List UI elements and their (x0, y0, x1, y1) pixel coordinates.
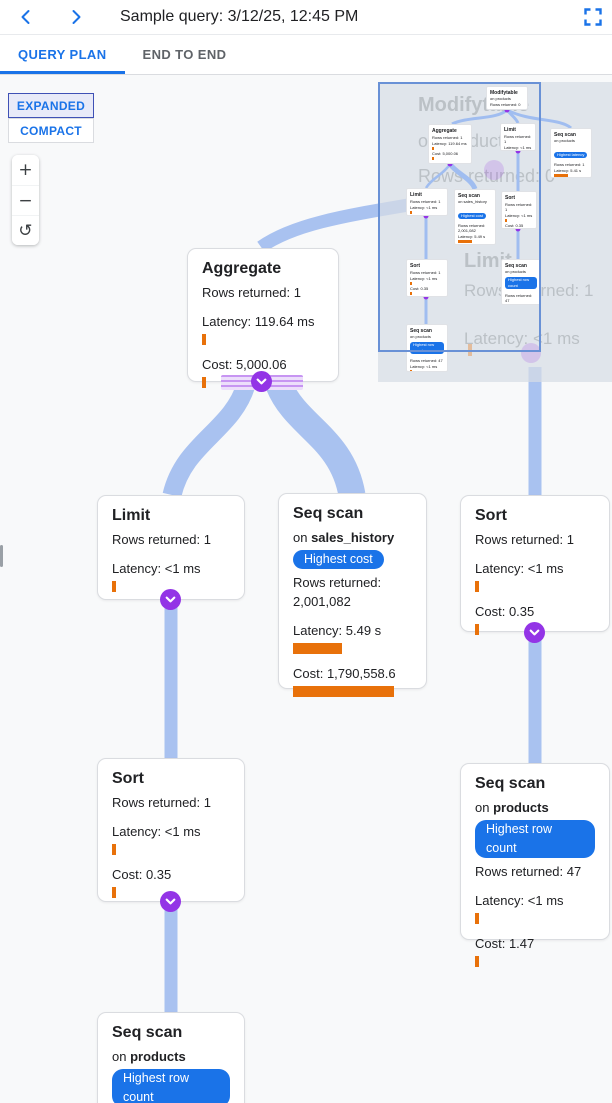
expanded-button[interactable]: EXPANDED (8, 93, 94, 118)
table-name: on sales_history (293, 530, 395, 545)
latency-bar (475, 581, 479, 592)
node-title: Aggregate (202, 260, 282, 277)
active-tab-underline (0, 71, 125, 74)
plan-node-limit[interactable]: Limit Rows returned: 1 Latency: <1 ms (97, 495, 245, 600)
collapse-sort-right-button[interactable] (524, 622, 545, 643)
latency-bar (475, 913, 479, 924)
rows-returned: Rows returned: 1 (112, 795, 211, 810)
rows-returned: Rows returned: 1 (202, 285, 301, 300)
cost-value: Cost: 5,000.06 (202, 357, 287, 372)
minimap[interactable]: Modifytable on products Rows returned: 0… (378, 82, 612, 382)
header: Sample query: 3/12/25, 12:45 PM (0, 0, 612, 35)
left-scrollbar-thumb[interactable] (0, 545, 3, 567)
edge-aggregate-limit (162, 381, 256, 498)
collapse-sort-left-button[interactable] (160, 891, 181, 912)
node-title: Sort (112, 770, 144, 787)
latency-value: Latency: <1 ms (112, 561, 201, 576)
plan-node-seq-scan-products-bottom[interactable]: Seq scan on products Highest row count R… (97, 1012, 245, 1103)
cost-bar (475, 956, 479, 967)
plan-node-seq-scan-products-right[interactable]: Seq scan on products Highest row count R… (460, 763, 610, 967)
chevron-down-icon (160, 590, 181, 609)
faded-node-text-limit: Limit Rows returned: 1 Latency: <1 ms (464, 250, 594, 348)
cost-value: Cost: 0.35 (475, 604, 535, 619)
node-title: Seq scan (112, 1024, 183, 1041)
zoom-out-button[interactable]: − (12, 185, 39, 215)
edge-aggregate-seqscan (266, 379, 366, 498)
rows-returned: Rows returned: 1 (112, 532, 211, 547)
minimap-viewport[interactable] (378, 82, 541, 352)
table-name: on products (475, 800, 549, 815)
tab-end-to-end[interactable]: END TO END (125, 35, 245, 74)
latency-bar (112, 844, 116, 855)
chevron-down-icon (524, 623, 545, 642)
chevron-down-icon (251, 372, 272, 391)
faded-connector-icon (521, 343, 541, 363)
fullscreen-button[interactable] (582, 7, 604, 29)
chevron-right-icon (67, 9, 85, 29)
view-mode-toggle: EXPANDED COMPACT (8, 93, 94, 143)
tab-query-plan[interactable]: QUERY PLAN (0, 35, 125, 74)
highest-row-count-badge: Highest row count (112, 1069, 230, 1103)
previous-query-button[interactable] (15, 7, 37, 29)
latency-value: Latency: 5.49 s (293, 623, 382, 638)
next-query-button[interactable] (65, 7, 87, 29)
cost-bar (293, 686, 394, 697)
flow-edges (162, 196, 542, 1013)
node-title: Seq scan (475, 775, 546, 792)
cost-value: Cost: 1,790,558.6 (293, 666, 396, 681)
collapse-aggregate-button[interactable] (251, 371, 272, 392)
latency-value: Latency: <1 ms (475, 561, 564, 576)
latency-value: Latency: 119.64 ms (202, 314, 315, 329)
fullscreen-icon (584, 7, 602, 29)
collapse-limit-button[interactable] (160, 589, 181, 610)
highest-row-count-badge: Highest row count (475, 820, 595, 858)
table-name: on products (112, 1049, 186, 1064)
latency-value: Latency: <1 ms (475, 893, 564, 908)
zoom-reset-button[interactable]: ↺ (12, 215, 39, 245)
cost-bar (112, 887, 116, 898)
latency-bar (202, 334, 206, 345)
tab-query-plan-label: QUERY PLAN (18, 47, 107, 62)
rows-returned: Rows returned: 2,001,082 (293, 575, 382, 609)
tab-end-to-end-label: END TO END (142, 47, 227, 62)
cost-value: Cost: 0.35 (112, 867, 172, 882)
page-title: Sample query: 3/12/25, 12:45 PM (120, 8, 359, 25)
latency-bar (112, 581, 116, 592)
plan-node-aggregate[interactable]: Aggregate Rows returned: 1 Latency: 119.… (187, 248, 339, 388)
zoom-in-button[interactable]: + (12, 155, 39, 185)
node-title: Seq scan (293, 505, 364, 522)
cost-bar (475, 624, 479, 635)
faded-connector-icon (484, 160, 504, 180)
latency-value: Latency: <1 ms (112, 824, 201, 839)
query-plan-canvas[interactable]: Aggregate Rows returned: 1 Latency: 119.… (0, 75, 612, 1103)
rows-returned: Rows returned: 1 (475, 532, 574, 547)
cost-value: Cost: 1.47 (475, 936, 535, 951)
chevron-left-icon (17, 9, 35, 29)
rows-returned: Rows returned: 47 (475, 864, 582, 879)
plan-node-sort-right[interactable]: Sort Rows returned: 1 Latency: <1 ms Cos… (460, 495, 610, 635)
node-title: Limit (112, 507, 151, 524)
cost-bar (202, 377, 206, 388)
plan-node-seq-scan-sales-history[interactable]: Seq scan on sales_history Highest cost R… (278, 493, 427, 697)
highest-cost-badge: Highest cost (293, 550, 384, 569)
node-title: Sort (475, 507, 507, 524)
compact-button[interactable]: COMPACT (8, 118, 94, 143)
tab-bar: QUERY PLAN END TO END (0, 35, 612, 75)
latency-bar (293, 643, 342, 654)
chevron-down-icon (160, 892, 181, 911)
plan-node-sort-left[interactable]: Sort Rows returned: 1 Latency: <1 ms Cos… (97, 758, 245, 902)
zoom-controls: + − ↺ (12, 155, 39, 245)
